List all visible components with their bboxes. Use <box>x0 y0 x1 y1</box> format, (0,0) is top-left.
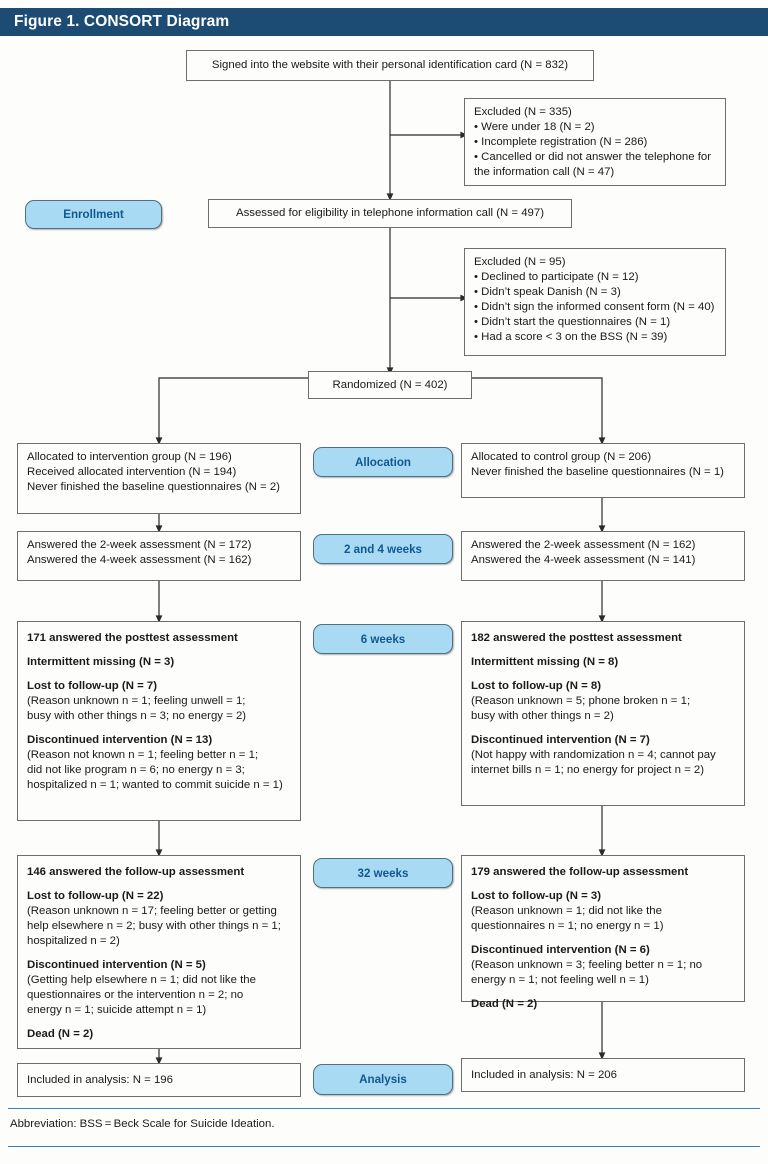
node-allocation-control: Allocated to control group (N = 206) Nev… <box>461 443 745 498</box>
node-assessed-eligibility: Assessed for eligibility in telephone in… <box>208 199 572 228</box>
page-title: Figure 1. CONSORT Diagram <box>14 13 230 30</box>
stage-label-6-weeks: 6 weeks <box>313 624 453 654</box>
node-excluded-screening: Excluded (N = 335) • Were under 18 (N = … <box>464 98 726 186</box>
footnote-text: Abbreviation: BSS = Beck Scale for Suici… <box>10 1118 275 1130</box>
stage-label-2-and-4-weeks: 2 and 4 weeks <box>313 534 453 564</box>
footnote-rule-top <box>8 1108 760 1109</box>
node-weeks32-intervention: 146 answered the follow-up assessment Lo… <box>17 855 301 1049</box>
node-signed-in: Signed into the website with their perso… <box>186 50 594 81</box>
node-weeks32-control: 179 answered the follow-up assessment Lo… <box>461 855 745 1010</box>
stage-label-enrollment: Enrollment <box>25 200 162 229</box>
node-weeks24-control: Answered the 2-week assessment (N = 162)… <box>461 531 745 581</box>
node-excluded-eligibility: Excluded (N = 95) • Declined to particip… <box>464 248 726 356</box>
stage-label-allocation: Allocation <box>313 447 453 477</box>
stage-label-32-weeks: 32 weeks <box>313 858 453 888</box>
node-allocation-intervention: Allocated to intervention group (N = 196… <box>17 443 301 514</box>
stage-label-analysis: Analysis <box>313 1064 453 1095</box>
node-analysis-control: Included in analysis: N = 206 <box>461 1058 745 1092</box>
node-analysis-intervention: Included in analysis: N = 196 <box>17 1063 301 1097</box>
figure-title-bar: Figure 1. CONSORT Diagram <box>0 8 768 36</box>
node-weeks6-intervention: 171 answered the posttest assessment Int… <box>17 621 301 821</box>
node-weeks6-control: 182 answered the posttest assessment Int… <box>461 621 745 806</box>
node-randomized: Randomized (N = 402) <box>308 371 472 399</box>
footnote-rule-bottom <box>8 1146 760 1147</box>
node-weeks24-intervention: Answered the 2-week assessment (N = 172)… <box>17 531 301 581</box>
